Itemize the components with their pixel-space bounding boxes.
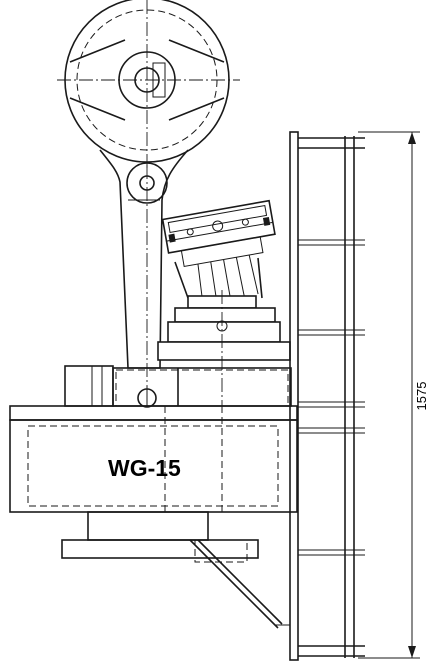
dimension-height-label: 1575 [414, 382, 427, 411]
side-frame [275, 131, 365, 661]
top-wheel [57, 0, 240, 170]
gripper-link-right [257, 257, 263, 299]
model-label: WG-15 [108, 455, 181, 481]
rotary-base [157, 290, 291, 410]
gripper-link-left [174, 261, 189, 299]
height-dimension [358, 131, 420, 659]
gripper-head [161, 199, 276, 304]
motor-block [64, 365, 292, 408]
support-arm [99, 149, 189, 400]
lower-pedestal [61, 511, 283, 629]
